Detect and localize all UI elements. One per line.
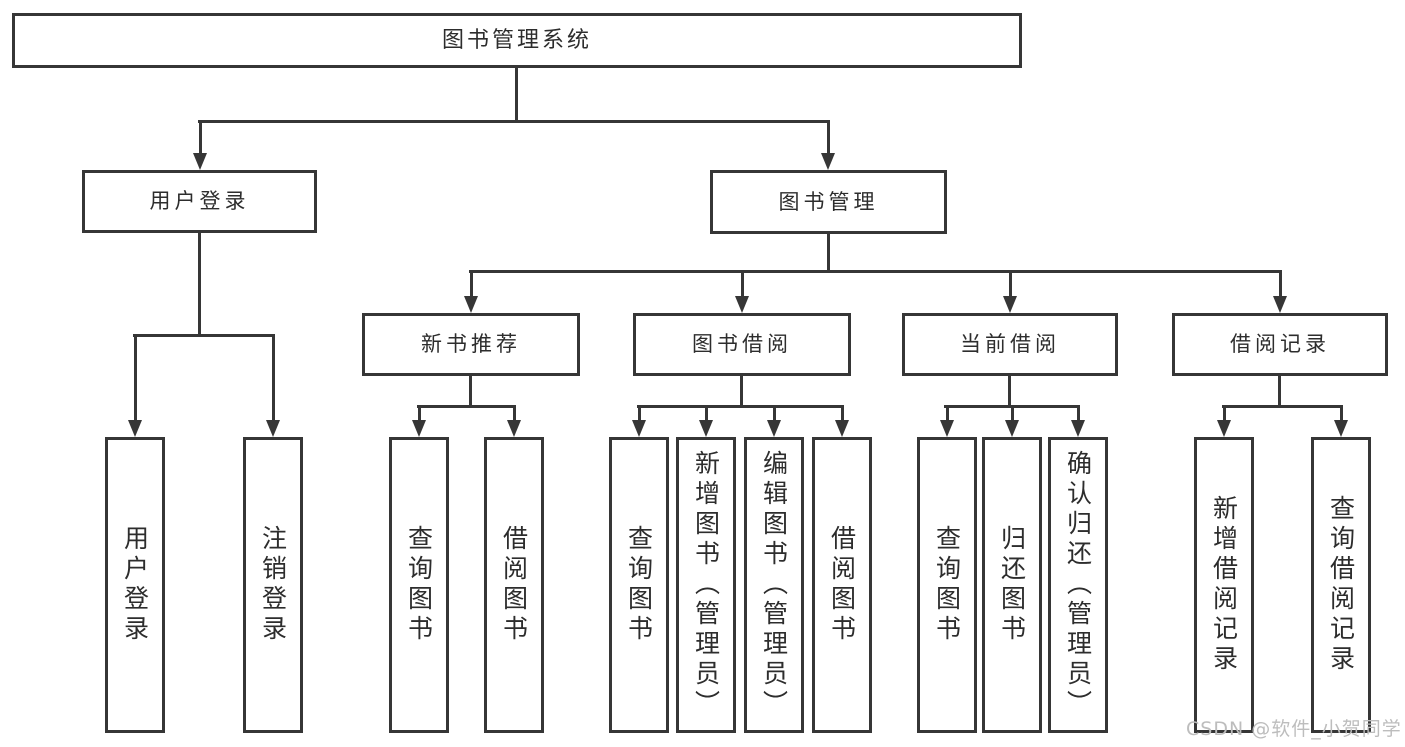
leaf-records-query-label: 查询借阅记录 xyxy=(1326,495,1356,675)
node-book-management: 图书管理 xyxy=(710,170,947,234)
edge-bookborrow-stem xyxy=(740,376,743,408)
node-root: 图书管理系统 xyxy=(12,13,1022,68)
edge-current-stem xyxy=(1008,376,1011,408)
leaf-current-query: 查询图书 xyxy=(917,437,977,733)
node-user-login-label: 用户登录 xyxy=(149,189,250,213)
leaf-bookborrow-borrow-label: 借阅图书 xyxy=(827,525,857,645)
leaf-current-confirm-admin-label: 确认归还（管理员） xyxy=(1063,450,1093,720)
edge-user-login-stem xyxy=(198,233,201,337)
edge-root-stem xyxy=(515,68,518,123)
leaf-newbook-query-label: 查询图书 xyxy=(404,525,434,645)
edge-arrow-to-book-borrow xyxy=(734,270,750,313)
leaf-bookborrow-edit-admin: 编辑图书（管理员） xyxy=(744,437,804,733)
node-current-borrow-label: 当前借阅 xyxy=(960,332,1060,356)
edge-arrow-to-leaf-user-login xyxy=(127,334,143,437)
edge-arrow-to-newbook-borrow xyxy=(506,405,522,437)
leaf-logout: 注销登录 xyxy=(243,437,303,733)
leaf-current-query-label: 查询图书 xyxy=(932,525,962,645)
node-new-book-recommend: 新书推荐 xyxy=(362,313,580,376)
node-book-borrow-label: 图书借阅 xyxy=(692,332,792,356)
leaf-bookborrow-query-label: 查询图书 xyxy=(624,525,654,645)
leaf-bookborrow-add-admin-label: 新增图书（管理员） xyxy=(691,450,721,720)
leaf-records-add: 新增借阅记录 xyxy=(1194,437,1254,733)
edge-newbook-rail xyxy=(417,405,516,408)
edge-arrow-to-bookborrow-edit xyxy=(766,405,782,437)
edge-arrow-to-bookborrow-query xyxy=(631,405,647,437)
leaf-current-confirm-admin: 确认归还（管理员） xyxy=(1048,437,1108,733)
leaf-bookborrow-query: 查询图书 xyxy=(609,437,669,733)
leaf-logout-label: 注销登录 xyxy=(258,525,288,645)
edge-records-stem xyxy=(1278,376,1281,408)
edge-arrow-to-newbook-query xyxy=(411,405,427,437)
leaf-bookborrow-edit-admin-label: 编辑图书（管理员） xyxy=(759,450,789,720)
leaf-user-login-label: 用户登录 xyxy=(120,525,150,645)
leaf-newbook-query: 查询图书 xyxy=(389,437,449,733)
edge-arrow-to-user-login xyxy=(192,120,208,170)
edge-book-management-rail xyxy=(469,270,1282,273)
node-borrow-records: 借阅记录 xyxy=(1172,313,1388,376)
node-borrow-records-label: 借阅记录 xyxy=(1230,332,1330,356)
edge-arrow-to-records-query xyxy=(1333,405,1349,437)
leaf-user-login: 用户登录 xyxy=(105,437,165,733)
edge-arrow-to-bookborrow-add xyxy=(698,405,714,437)
edge-arrow-to-current-return xyxy=(1004,405,1020,437)
node-book-borrow: 图书借阅 xyxy=(633,313,851,376)
leaf-current-return-label: 归还图书 xyxy=(997,525,1027,645)
edge-newbook-stem xyxy=(469,376,472,408)
node-current-borrow: 当前借阅 xyxy=(902,313,1118,376)
leaf-bookborrow-borrow: 借阅图书 xyxy=(812,437,872,733)
leaf-bookborrow-add-admin: 新增图书（管理员） xyxy=(676,437,736,733)
leaf-current-return: 归还图书 xyxy=(982,437,1042,733)
edge-records-rail xyxy=(1222,405,1343,408)
edge-arrow-to-bookborrow-borrow xyxy=(834,405,850,437)
node-book-management-label: 图书管理 xyxy=(778,189,879,214)
edge-arrow-to-book-management xyxy=(820,120,836,170)
edge-book-management-stem xyxy=(827,234,830,273)
edge-root-rail xyxy=(198,120,830,123)
edge-arrow-to-current-query xyxy=(939,405,955,437)
leaf-newbook-borrow: 借阅图书 xyxy=(484,437,544,733)
node-user-login: 用户登录 xyxy=(82,170,317,233)
edge-arrow-to-leaf-logout xyxy=(265,334,281,437)
edge-arrow-to-current-confirm xyxy=(1070,405,1086,437)
edge-arrow-to-new-book-recommend xyxy=(463,270,479,313)
leaf-records-add-label: 新增借阅记录 xyxy=(1209,495,1239,675)
edge-arrow-to-current-borrow xyxy=(1002,270,1018,313)
csdn-watermark: CSDN @软件_小贺同学 xyxy=(1186,718,1402,740)
edge-bookborrow-rail xyxy=(637,405,844,408)
node-root-label: 图书管理系统 xyxy=(441,27,592,53)
leaf-newbook-borrow-label: 借阅图书 xyxy=(499,525,529,645)
edge-arrow-to-records-add xyxy=(1216,405,1232,437)
edge-user-login-rail xyxy=(133,334,275,337)
edge-arrow-to-borrow-records xyxy=(1272,270,1288,313)
node-new-book-recommend-label: 新书推荐 xyxy=(421,332,521,356)
leaf-records-query: 查询借阅记录 xyxy=(1311,437,1371,733)
